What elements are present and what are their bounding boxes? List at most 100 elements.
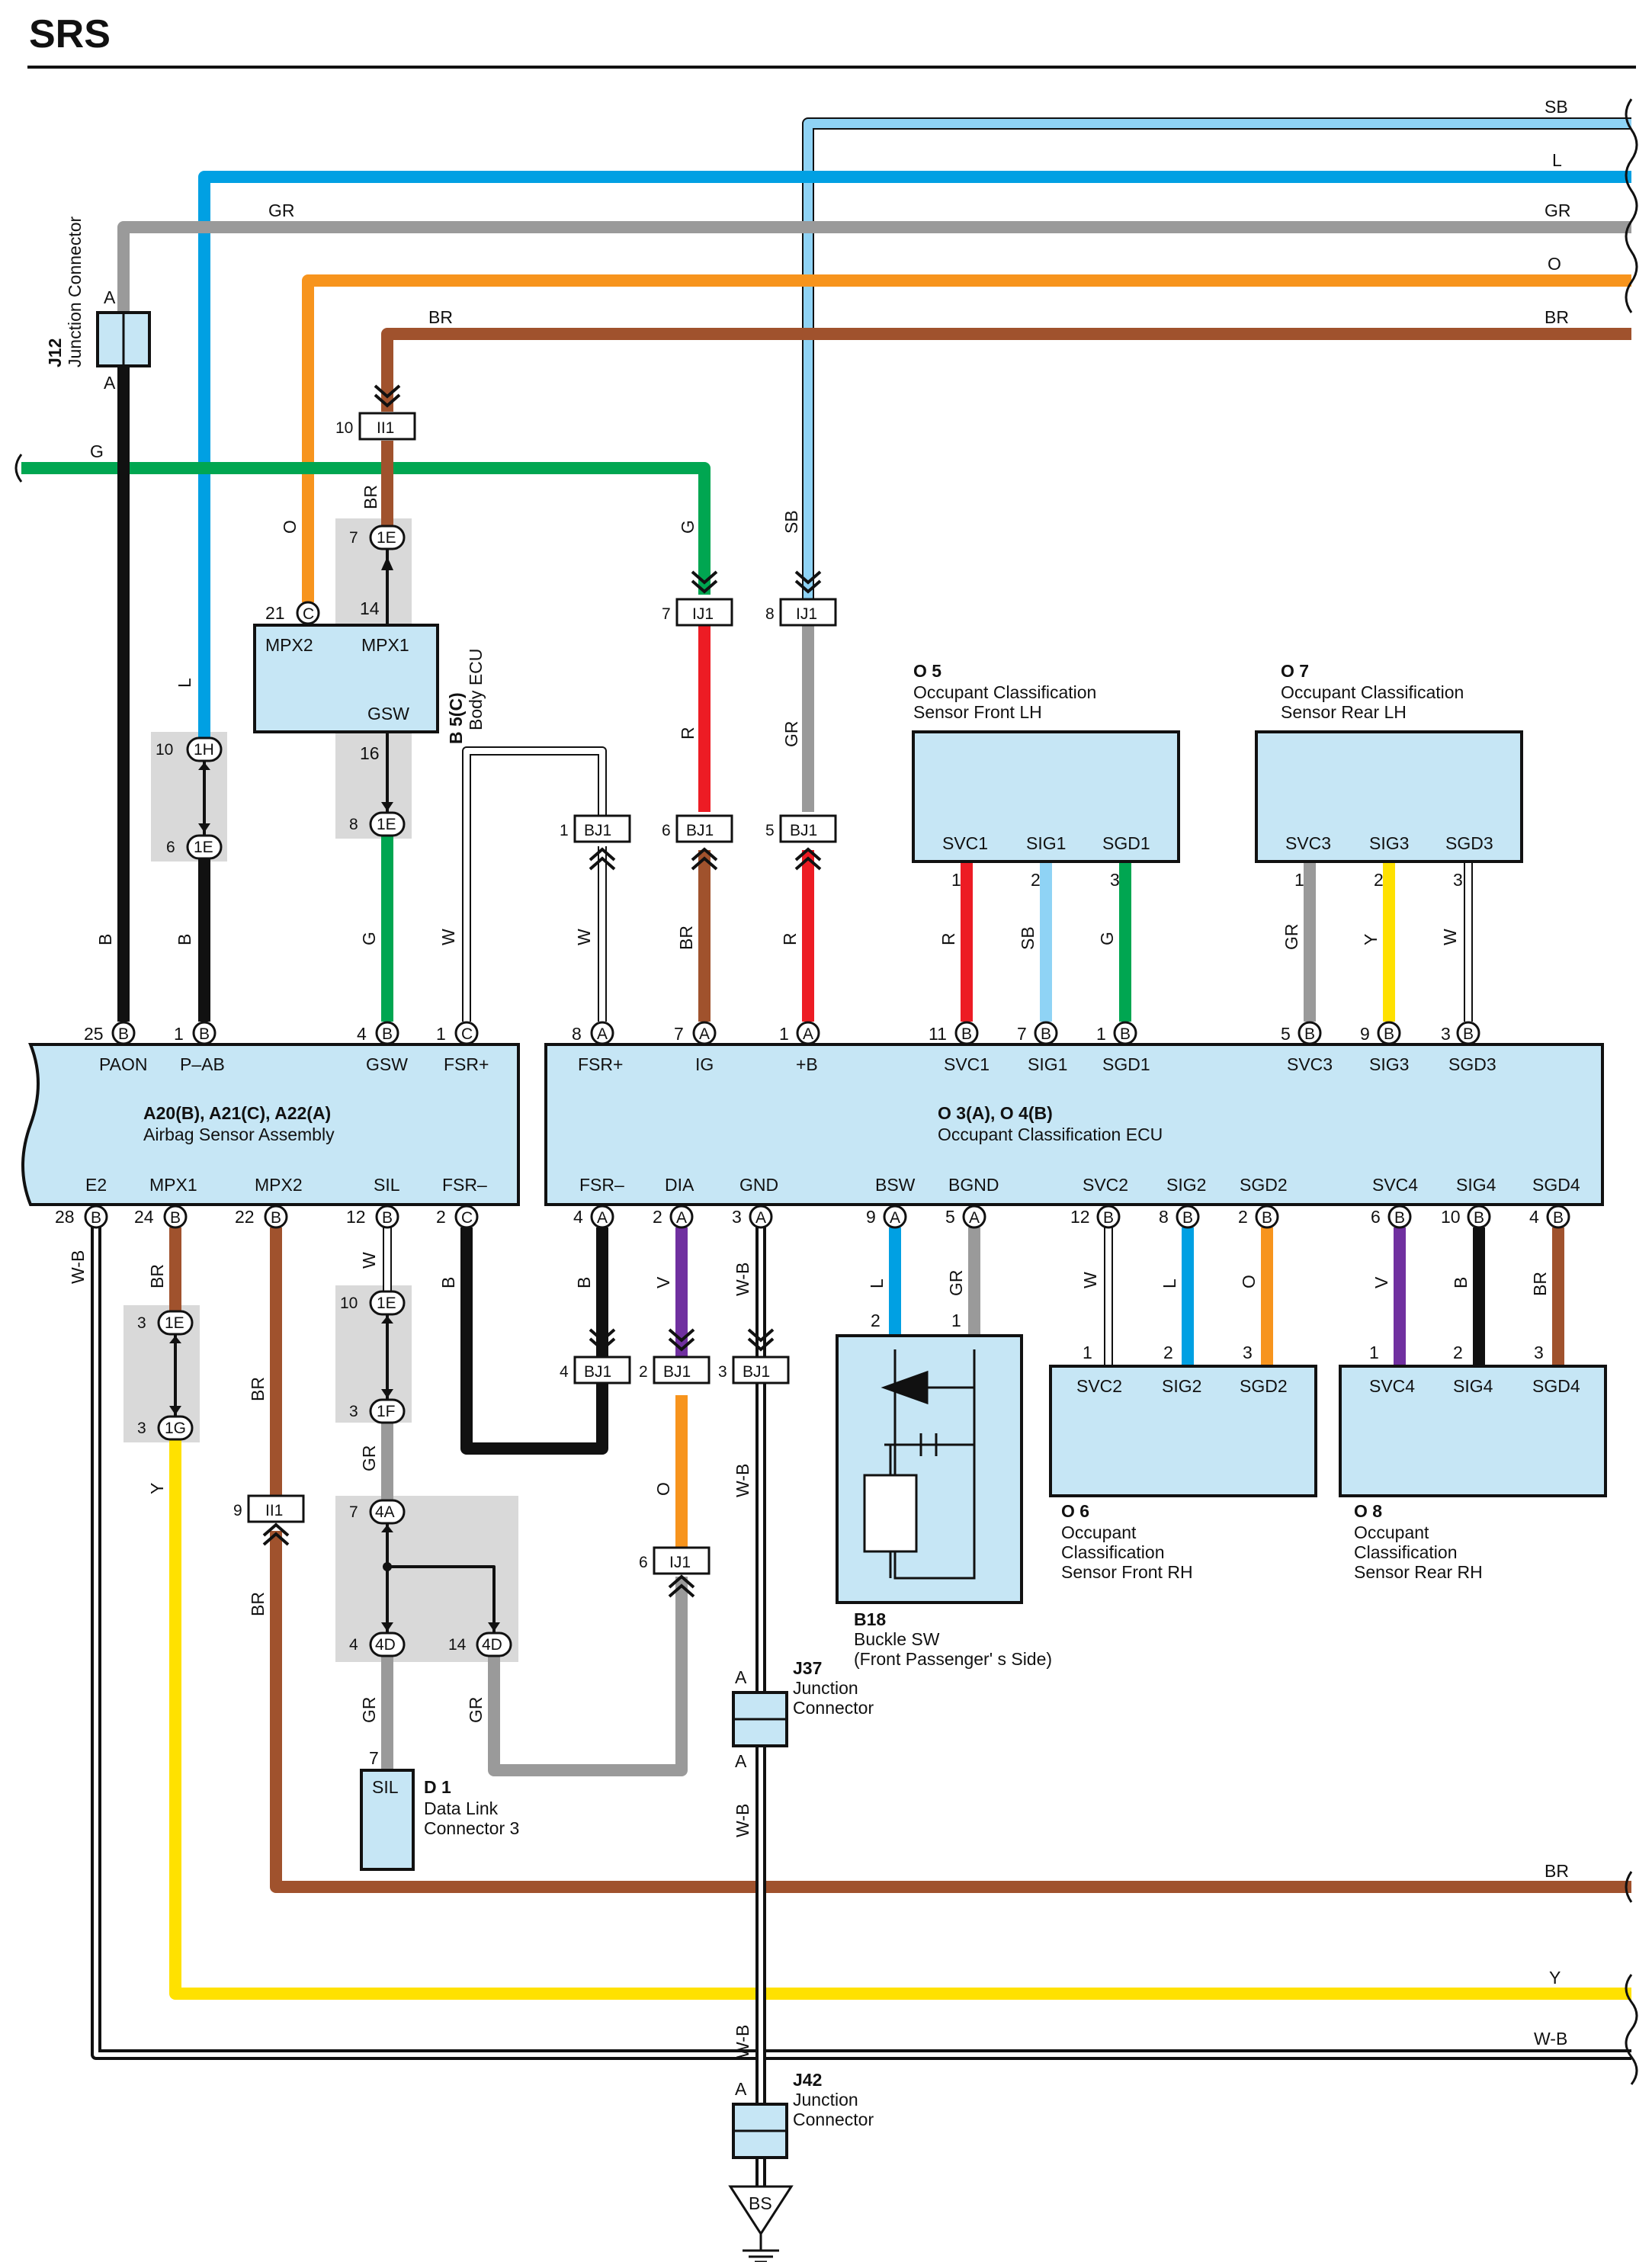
svg-text:Sensor Rear RH: Sensor Rear RH	[1354, 1562, 1483, 1582]
wire-br-top	[381, 328, 1631, 412]
svg-text:C: C	[461, 1209, 473, 1227]
svg-text:14: 14	[360, 598, 380, 618]
svg-text:B: B	[1463, 1025, 1474, 1043]
wire-wb-e2-fill	[94, 1220, 1631, 2057]
svg-text:3: 3	[137, 1420, 146, 1437]
svg-text:2: 2	[1031, 870, 1041, 890]
svg-text:J42: J42	[793, 2070, 822, 2090]
svg-text:9: 9	[233, 1502, 242, 1519]
svg-text:B: B	[271, 1209, 281, 1227]
svg-text:W-B: W-B	[733, 1464, 752, 1497]
svg-text:SIG4: SIG4	[1453, 1376, 1493, 1396]
svg-text:W-B: W-B	[68, 1250, 88, 1284]
svg-text:A: A	[735, 1667, 747, 1687]
svg-text:5: 5	[765, 822, 775, 839]
svg-text:B 5(C): B 5(C)	[446, 692, 466, 744]
wire-b-fsrm	[460, 1227, 608, 1455]
svg-text:B: B	[95, 934, 115, 945]
svg-text:SVC1: SVC1	[944, 1054, 990, 1074]
svg-text:B: B	[1474, 1209, 1484, 1227]
page-title: SRS	[29, 12, 111, 56]
label-br-top: BR	[428, 307, 453, 327]
break-marks-right	[14, 98, 1638, 2085]
svg-text:O 5: O 5	[913, 661, 941, 681]
svg-text:B: B	[1384, 1025, 1394, 1043]
o5-box	[912, 730, 1180, 863]
svg-text:SVC3: SVC3	[1285, 833, 1331, 853]
svg-text:L: L	[1160, 1279, 1179, 1288]
svg-text:8: 8	[572, 1024, 582, 1044]
svg-text:FSR–: FSR–	[442, 1175, 487, 1195]
svg-text:1H: 1H	[194, 741, 214, 759]
svg-text:3: 3	[732, 1207, 742, 1227]
svg-text:Classification: Classification	[1354, 1542, 1458, 1562]
rect-connectors	[247, 412, 837, 1575]
svg-text:SIL: SIL	[374, 1175, 400, 1195]
wire-br-mpx2b	[270, 1531, 1631, 1893]
svg-text:BSW: BSW	[875, 1175, 916, 1195]
svg-text:2: 2	[653, 1207, 662, 1227]
svg-text:1E: 1E	[377, 1295, 396, 1312]
svg-text:B: B	[1262, 1209, 1272, 1227]
svg-text:SIG3: SIG3	[1369, 833, 1409, 853]
svg-text:J37: J37	[793, 1658, 822, 1678]
svg-text:Sensor Front RH: Sensor Front RH	[1061, 1562, 1193, 1582]
svg-text:4: 4	[560, 1363, 569, 1381]
svg-text:7: 7	[369, 1748, 379, 1768]
label-l-right: L	[1552, 150, 1562, 170]
svg-text:W: W	[1080, 1272, 1100, 1288]
svg-text:II1: II1	[265, 1502, 283, 1519]
svg-text:B: B	[91, 1209, 101, 1227]
svg-text:A: A	[735, 2079, 747, 2099]
d1-labels: 7 SIL D 1 Data Link Connector 3	[369, 1748, 519, 1838]
svg-text:PAON: PAON	[99, 1054, 147, 1074]
body-ecu-labels: MPX2 MPX1 GSW 21 C 14 16 B 5(C) Body ECU	[265, 598, 486, 763]
wire-w-fsr-fill	[464, 748, 605, 1022]
svg-text:B: B	[1103, 1209, 1114, 1227]
svg-text:12: 12	[346, 1207, 366, 1227]
svg-text:11: 11	[929, 1024, 947, 1044]
svg-text:SVC4: SVC4	[1372, 1175, 1418, 1195]
svg-text:Junction: Junction	[793, 2090, 858, 2110]
svg-text:BJ1: BJ1	[584, 1363, 611, 1381]
j42-connector	[732, 2103, 788, 2159]
label-gr-top: GR	[268, 201, 295, 220]
svg-text:FSR–: FSR–	[579, 1175, 624, 1195]
o7-box	[1255, 730, 1523, 863]
svg-text:2: 2	[639, 1363, 648, 1381]
svg-text:B: B	[382, 1209, 393, 1227]
svg-text:A: A	[597, 1025, 608, 1043]
svg-text:B: B	[1304, 1025, 1315, 1043]
svg-text:B: B	[438, 1277, 458, 1288]
svg-text:1: 1	[1294, 870, 1304, 890]
svg-text:BJ1: BJ1	[663, 1363, 691, 1381]
svg-text:28: 28	[55, 1207, 75, 1227]
svg-text:O 6: O 6	[1061, 1501, 1089, 1521]
svg-text:10: 10	[340, 1295, 358, 1312]
wire-g	[21, 462, 711, 595]
svg-text:7: 7	[674, 1024, 684, 1044]
j12-labels: A A J12 Junction Connector	[45, 216, 116, 393]
svg-text:G: G	[359, 932, 379, 945]
svg-text:1: 1	[1096, 1024, 1106, 1044]
svg-text:10: 10	[1441, 1207, 1461, 1227]
svg-text:BJ1: BJ1	[743, 1363, 770, 1381]
svg-text:3: 3	[1453, 870, 1463, 890]
svg-text:1E: 1E	[165, 1314, 184, 1332]
j42-labels: A J42 Junction Connector W-B BS	[733, 2025, 874, 2213]
svg-text:14: 14	[448, 1636, 467, 1654]
o8-box	[1339, 1365, 1607, 1497]
svg-text:BS: BS	[749, 2193, 772, 2213]
svg-text:O: O	[280, 520, 300, 534]
svg-text:SIG2: SIG2	[1162, 1376, 1201, 1396]
label-wb-bottom: W-B	[1534, 2029, 1567, 2049]
svg-text:6: 6	[166, 839, 175, 856]
svg-text:SGD4: SGD4	[1532, 1376, 1580, 1396]
svg-text:1E: 1E	[377, 529, 396, 547]
svg-text:Sensor Front LH: Sensor Front LH	[913, 702, 1042, 722]
svg-text:3: 3	[1243, 1343, 1253, 1362]
svg-text:3: 3	[1110, 870, 1120, 890]
svg-text:B: B	[118, 1025, 129, 1043]
